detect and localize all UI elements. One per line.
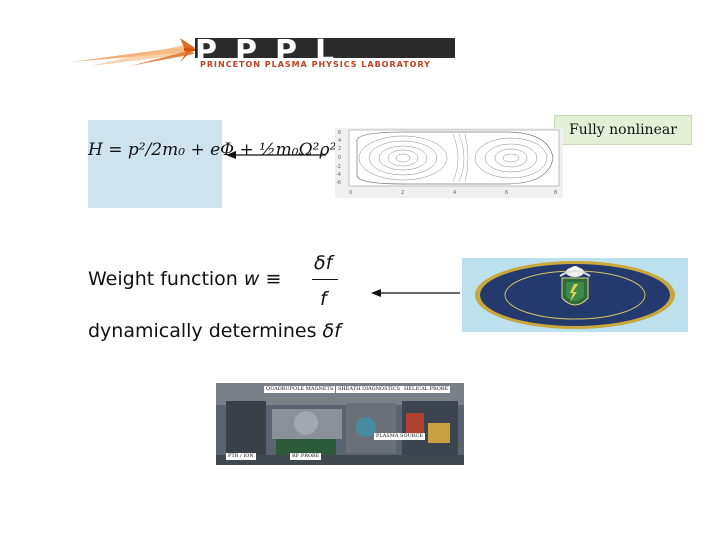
plot-ytick: 4 xyxy=(338,138,341,144)
arrow-left-icon xyxy=(226,151,326,159)
plot-xtick: 4 xyxy=(453,190,456,196)
photo-label-sheath: SHEATH DIAGNOSTICS xyxy=(336,386,403,393)
weight-var: w xyxy=(243,268,260,290)
logo-letters: PPPL xyxy=(195,34,353,69)
dynamic-var: δf xyxy=(322,320,341,342)
doe-seal-icon xyxy=(475,261,675,329)
dynamic-label: dynamically determines xyxy=(88,320,317,342)
lab-equipment-image xyxy=(216,383,464,465)
plot-ytick: -4 xyxy=(336,172,341,178)
lab-photo: QUADRUPOLE MAGNETS SHEATH DIAGNOSTICS HE… xyxy=(216,383,464,465)
pppl-logo xyxy=(70,38,455,66)
weight-function-text: Weight function w ≡ xyxy=(88,268,281,290)
photo-label-rf: RF PROBE xyxy=(290,453,322,460)
contour-plot-svg: 6 4 2 0 -2 -4 -6 0 2 4 6 8 xyxy=(336,129,560,196)
plot-xtick: 2 xyxy=(401,190,404,196)
plot-xtick: 6 xyxy=(505,190,508,196)
logo-letter-band xyxy=(195,38,455,58)
plot-ytick: 0 xyxy=(338,155,341,161)
doe-seal-panel xyxy=(462,258,688,332)
photo-label-quad: QUADRUPOLE MAGNETS xyxy=(264,386,336,393)
logo-subtitle: PRINCETON PLASMA PHYSICS LABORATORY xyxy=(200,60,431,69)
plot-ytick: 2 xyxy=(338,146,341,152)
plot-xtick: 8 xyxy=(554,190,557,196)
photo-label-helical: HELICAL PROBE xyxy=(402,386,451,393)
photo-label-ptr: PTR / ION xyxy=(226,453,256,460)
plot-xtick: 0 xyxy=(349,190,352,196)
contour-plot: 6 4 2 0 -2 -4 -6 0 2 4 6 8 xyxy=(335,128,563,198)
plot-ytick: 6 xyxy=(338,130,341,136)
plot-ytick: -6 xyxy=(336,180,341,186)
weight-equiv-symbol: ≡ xyxy=(265,268,282,290)
fully-nonlinear-label: Fully nonlinear xyxy=(554,115,692,145)
weight-function-label: Weight function xyxy=(88,268,238,290)
arrow-left-icon xyxy=(371,289,460,297)
plot-ytick: -2 xyxy=(336,164,341,170)
fraction-bar xyxy=(312,279,338,280)
comet-icon xyxy=(70,38,196,66)
weight-numerator: δf xyxy=(314,252,333,274)
photo-label-plasma: PLASMA SOURCE xyxy=(374,433,426,440)
weight-denominator: f xyxy=(320,288,327,310)
dynamic-text: dynamically determines δf xyxy=(88,320,341,342)
